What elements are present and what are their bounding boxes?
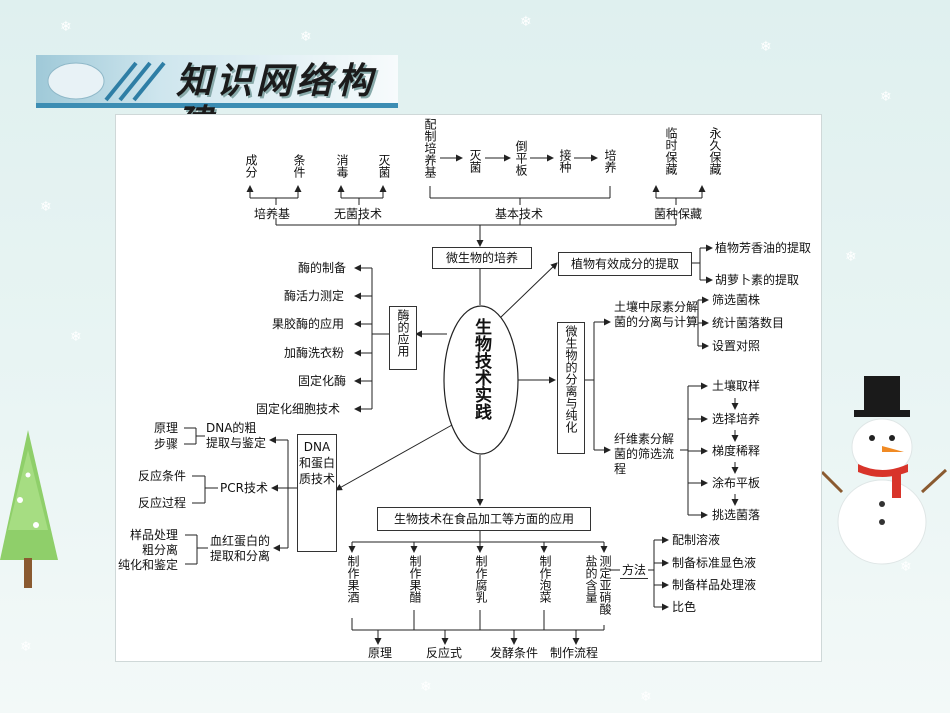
microbe-culture-box: 微生物的培养 [432,247,532,269]
aseptic-sterilization: 灭菌 [377,154,391,178]
food-bottom-process: 制作流程 [550,646,599,660]
aseptic-technique-label: 无菌技术 [334,207,383,221]
dna-item-principle: 原理 [154,421,179,435]
urea-bacteria-label: 土壤中尿素分解菌的分离与计算 [614,300,699,329]
snowman-illustration [822,376,948,565]
urea-item: 筛选菌株 [712,293,761,307]
snowflake-icon: ❄ [40,199,52,215]
pcr-label: PCR技术 [220,481,268,495]
snowflake-icon: ❄ [70,329,82,345]
hemoglobin-item: 样品处理 [130,528,179,542]
food-processing-box: 生物技术在食品加工等方面的应用 [377,507,591,531]
enzyme-application-box: 酶的应用 [389,306,417,370]
food-bottom-conditions: 发酵条件 [490,646,539,660]
plant-item-aroma-oil: 植物芳香油的提取 [715,241,812,255]
food-item-nitrite: 测定亚硝酸盐的含量 [584,555,612,615]
basic-step-3: 倒平板 [514,140,528,176]
dna-protein-box: DNA和蛋白质技术 [297,434,337,552]
banner-title: 知识网络构建 [176,60,377,144]
food-item-vinegar: 制作果醋 [408,555,422,603]
dna-item-steps: 步骤 [154,437,179,451]
tree-illustration [0,430,58,588]
strain-preservation-label: 菌种保藏 [654,207,703,221]
dna-extraction-label: DNA的粗提取与鉴定 [206,421,267,450]
snowflake-icon: ❄ [420,679,432,695]
food-item-wine: 制作果酒 [346,555,360,603]
culture-medium-label: 培养基 [254,207,291,221]
cellulose-step: 挑选菌落 [712,508,761,522]
culture-medium-component: 成分 [244,154,258,178]
snowflake-icon: ❄ [520,14,532,30]
microbe-isolation-box: 微生物的分离与纯化 [557,322,585,454]
plant-extraction-box: 植物有效成分的提取 [558,252,692,276]
snowflake-icon: ❄ [300,29,312,45]
urea-item: 设置对照 [712,339,761,353]
snowflake-icon: ❄ [760,39,772,55]
enzyme-item: 固定化细胞技术 [256,402,341,416]
snowflake-icon: ❄ [640,689,652,705]
hemoglobin-item: 粗分离 [142,543,179,557]
pcr-item-process: 反应过程 [138,496,187,510]
snowflake-icon: ❄ [880,89,892,105]
food-item-sufu: 制作腐乳 [474,555,488,603]
microbe-isolation-label: 微生物的分离与纯化 [564,325,578,433]
food-bottom-equation: 反应式 [426,646,463,660]
snowflake-icon: ❄ [60,19,72,35]
basic-step-4: 接种 [558,149,572,173]
hemoglobin-label: 血红蛋白的提取和分离 [210,534,271,563]
basic-technique-label: 基本技术 [495,207,544,221]
aseptic-disinfection: 消毒 [335,154,349,178]
method-item: 制备样品处理液 [672,578,757,592]
basic-step-1: 配制培养基 [423,118,437,178]
enzyme-item: 果胶酶的应用 [272,317,345,331]
preservation-temporary: 临时保藏 [664,127,678,175]
snowflake-icon: ❄ [900,559,912,575]
culture-medium-condition: 条件 [292,154,306,178]
basic-step-2: 灭菌 [468,149,482,173]
urea-item: 统计菌落数目 [712,316,785,330]
cellulose-bacteria-label: 纤维素分解菌的筛选流程 [614,432,675,476]
hemoglobin-item: 纯化和鉴定 [118,558,179,572]
enzyme-item: 固定化酶 [298,374,347,388]
method-item: 比色 [672,600,697,614]
enzyme-item: 酶的制备 [298,261,347,275]
snowflake-icon: ❄ [845,249,857,265]
method-box: 方法 [620,562,648,579]
basic-step-5: 培养 [603,149,617,173]
enzyme-item: 加酶洗衣粉 [284,346,345,360]
enzyme-item: 酶活力测定 [284,289,345,303]
center-node-label: 生物技术实践 [471,318,491,420]
cellulose-step: 选择培养 [712,412,761,426]
plant-item-carotene: 胡萝卜素的提取 [715,273,800,287]
cellulose-step: 涂布平板 [712,476,761,490]
snowflake-icon: ❄ [20,639,32,655]
cellulose-step: 土壤取样 [712,379,761,393]
pcr-item-conditions: 反应条件 [138,469,187,483]
preservation-permanent: 永久保藏 [708,127,722,175]
enzyme-application-label: 酶的应用 [396,309,410,357]
method-item: 配制溶液 [672,533,721,547]
cellulose-step: 梯度稀释 [712,444,761,458]
section-banner: 知识网络构建 [36,55,398,144]
food-item-pickle: 制作泡菜 [538,555,552,603]
food-bottom-principle: 原理 [368,646,393,660]
method-item: 制备标准显色液 [672,556,757,570]
